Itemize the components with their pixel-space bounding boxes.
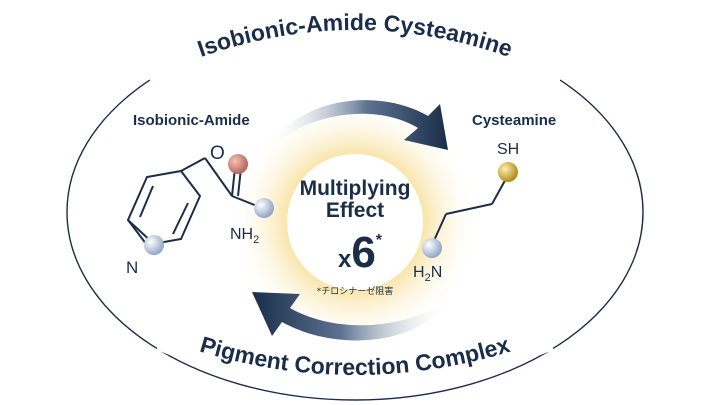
arrow-top xyxy=(268,100,448,150)
arrow-bottom xyxy=(252,292,450,341)
nh2-label: NH2 xyxy=(230,226,260,247)
cysteamine-label: Cysteamine xyxy=(472,112,557,129)
oxygen-label: O xyxy=(210,143,225,164)
ring-nitrogen-atom xyxy=(144,235,164,255)
tyrosinase-note: *チロシナーゼ阻害 xyxy=(316,287,394,297)
oxygen-atom xyxy=(228,154,248,174)
center-disc xyxy=(287,154,423,290)
multiplier-value: x6* xyxy=(337,228,383,277)
sh-label: SH xyxy=(497,141,520,158)
amide-nitrogen-atom xyxy=(254,198,274,218)
ring-nitrogen-label: N xyxy=(126,258,139,277)
heading-line-1: Multiplying xyxy=(299,177,411,200)
multiplying-effect-heading: Multiplying Effect xyxy=(255,178,455,222)
h2n-label: H2N xyxy=(413,264,443,285)
sulfur-atom xyxy=(498,162,518,182)
heading-line-2: Effect xyxy=(325,199,385,222)
amine-nitrogen-atom xyxy=(422,238,442,258)
isobionic-amide-label: Isobionic-Amide xyxy=(133,112,250,129)
